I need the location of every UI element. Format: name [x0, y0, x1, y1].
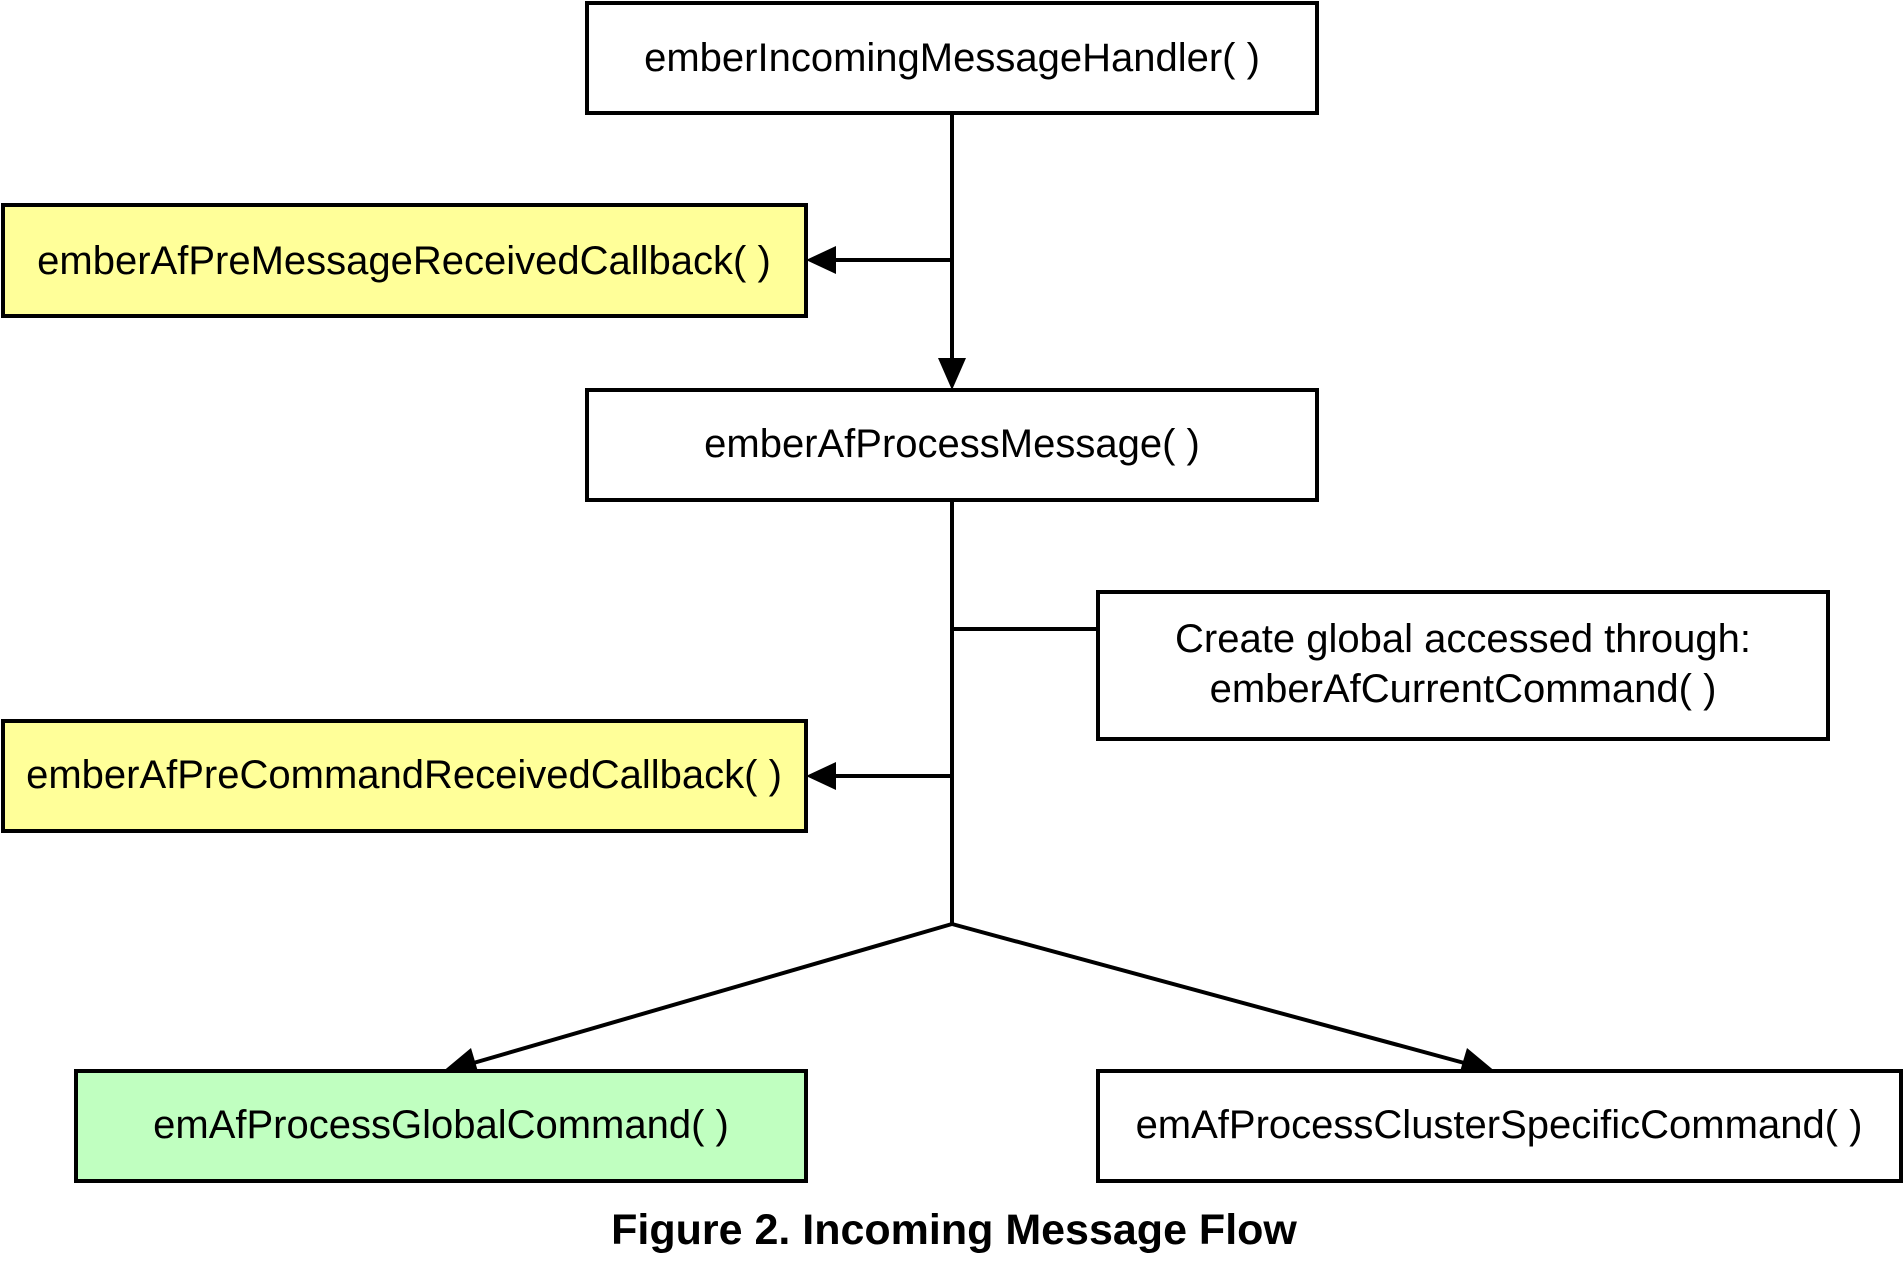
cluster-command-split-connector: [951, 922, 1469, 1066]
process-message-arrowhead: [938, 358, 966, 390]
global-note-line1: Create global accessed through:: [1175, 617, 1751, 661]
pre-message-callback-box: [1, 203, 808, 318]
incoming-handler-label: emberIncomingMessageHandler( ): [644, 36, 1260, 80]
pre-message-callback-label: emberAfPreMessageReceivedCallback( ): [37, 239, 771, 283]
pre-message-arrowhead: [806, 246, 836, 274]
pre-command-callback-label: emberAfPreCommandReceivedCallback( ): [26, 753, 782, 797]
global-command-arrowhead: [441, 1048, 479, 1075]
process-message-label: emberAfProcessMessage( ): [704, 422, 1200, 466]
cluster-command-arrowhead: [1459, 1048, 1497, 1075]
pre-command-callback-node: emberAfPreCommandReceivedCallback( ): [1, 719, 808, 833]
pre-message-callback-node: emberAfPreMessageReceivedCallback( ): [1, 203, 808, 318]
global-note-node: Create global accessed through: emberAfC…: [1096, 590, 1830, 741]
process-global-command-label: emAfProcessGlobalCommand( ): [153, 1103, 729, 1147]
process-message-box: [585, 388, 1319, 502]
pre-command-callback-box: [1, 719, 808, 833]
process-global-command-node: emAfProcessGlobalCommand( ): [74, 1069, 808, 1183]
global-command-split-connector: [469, 922, 953, 1066]
pre-command-arrowhead: [806, 762, 836, 790]
process-cluster-command-node: emAfProcessClusterSpecificCommand( ): [1096, 1069, 1903, 1183]
process-cluster-command-label: emAfProcessClusterSpecificCommand( ): [1136, 1103, 1863, 1147]
process-cluster-command-box: [1096, 1069, 1903, 1183]
global-note-line2: emberAfCurrentCommand( ): [1210, 667, 1717, 711]
process-global-command-box: [74, 1069, 808, 1183]
figure-caption: Figure 2. Incoming Message Flow: [611, 1206, 1297, 1254]
global-note-box: [1096, 590, 1830, 741]
process-message-node: emberAfProcessMessage( ): [585, 388, 1319, 502]
incoming-handler-node: emberIncomingMessageHandler( ): [585, 1, 1319, 115]
connectors: [441, 114, 1497, 1075]
incoming-handler-box: [585, 1, 1319, 115]
